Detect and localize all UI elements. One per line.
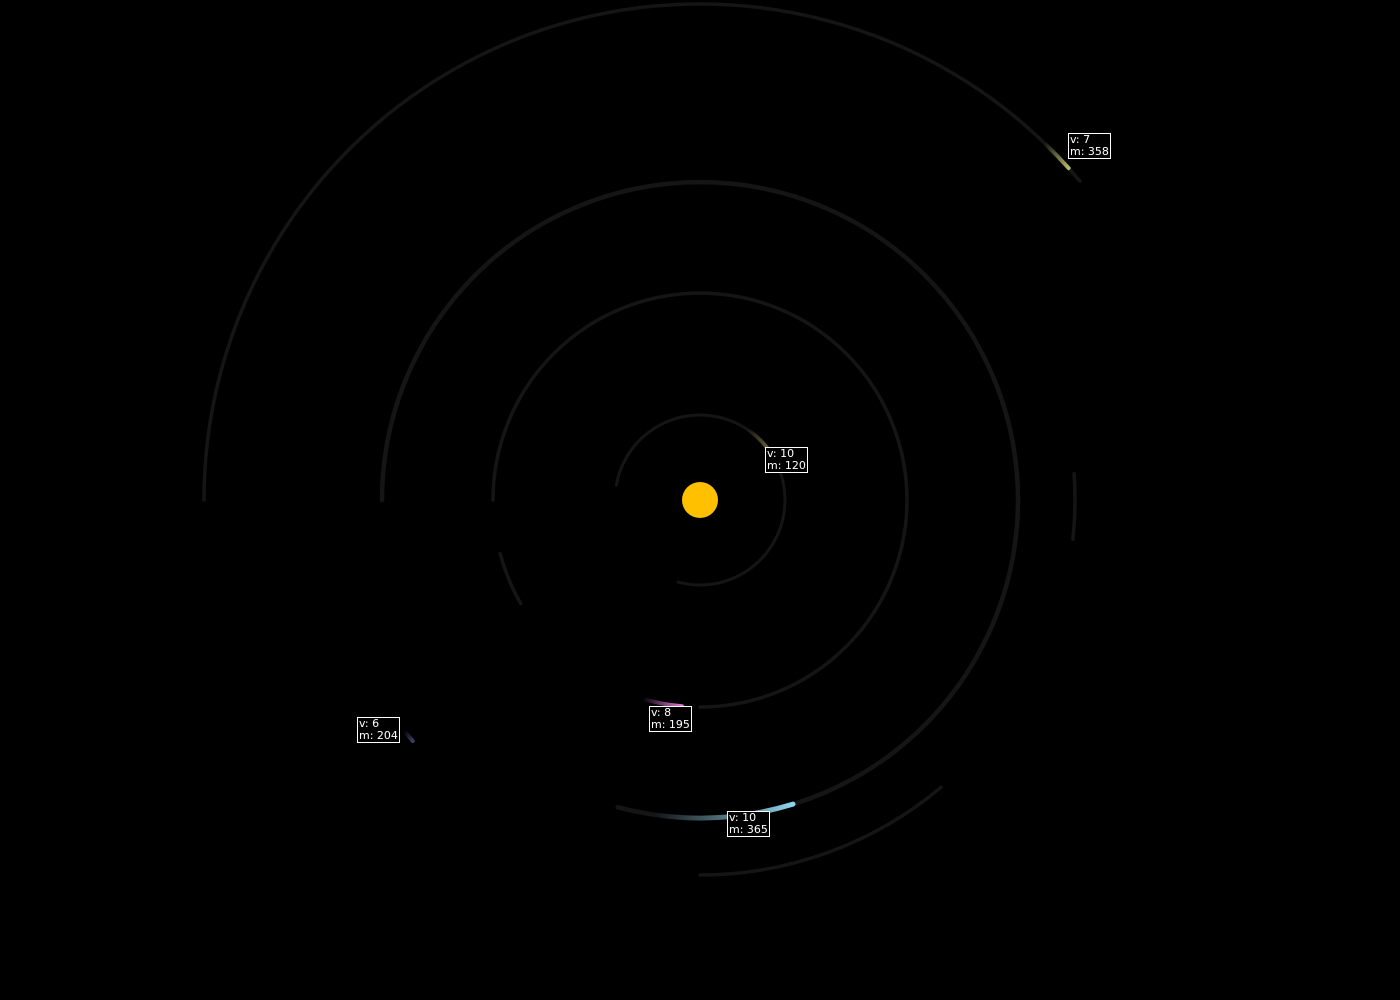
- orbit-path: [379, 179, 1021, 503]
- velocity-text: v: 10: [767, 447, 795, 460]
- planet-label-1: v: 10 m: 120: [765, 447, 808, 473]
- velocity-text: v: 8: [651, 706, 672, 719]
- planet-trail-5: [1042, 141, 1071, 171]
- mass-text: m: 120: [767, 459, 806, 472]
- velocity-text: v: 7: [1070, 133, 1091, 146]
- orbit-path: [698, 785, 943, 877]
- orbit-path: [615, 497, 1021, 821]
- orbit-path: [676, 498, 787, 587]
- mass-text: m: 365: [729, 823, 768, 836]
- planet-label-2: v: 8 m: 195: [649, 706, 692, 732]
- planet-trails: [402, 141, 1071, 821]
- orbit-path: [698, 498, 909, 709]
- planet-trail-3: [653, 801, 796, 821]
- orbit-path: [202, 2, 1082, 502]
- planet-trail-4: [402, 728, 415, 743]
- sun: [682, 482, 718, 518]
- orbit-paths: [202, 2, 1082, 877]
- mass-text: m: 195: [651, 718, 690, 731]
- orbit-path: [491, 291, 909, 502]
- velocity-text: v: 10: [729, 811, 757, 824]
- mass-text: m: 358: [1070, 145, 1109, 158]
- velocity-text: v: 6: [359, 717, 380, 730]
- planet-label-5: v: 7 m: 358: [1068, 133, 1111, 159]
- planet-label-4: v: 6 m: 204: [357, 717, 400, 743]
- mass-text: m: 204: [359, 729, 398, 742]
- orbit-path: [498, 551, 523, 606]
- orbit-path: [1071, 472, 1077, 541]
- planet-label-3: v: 10 m: 365: [727, 811, 770, 837]
